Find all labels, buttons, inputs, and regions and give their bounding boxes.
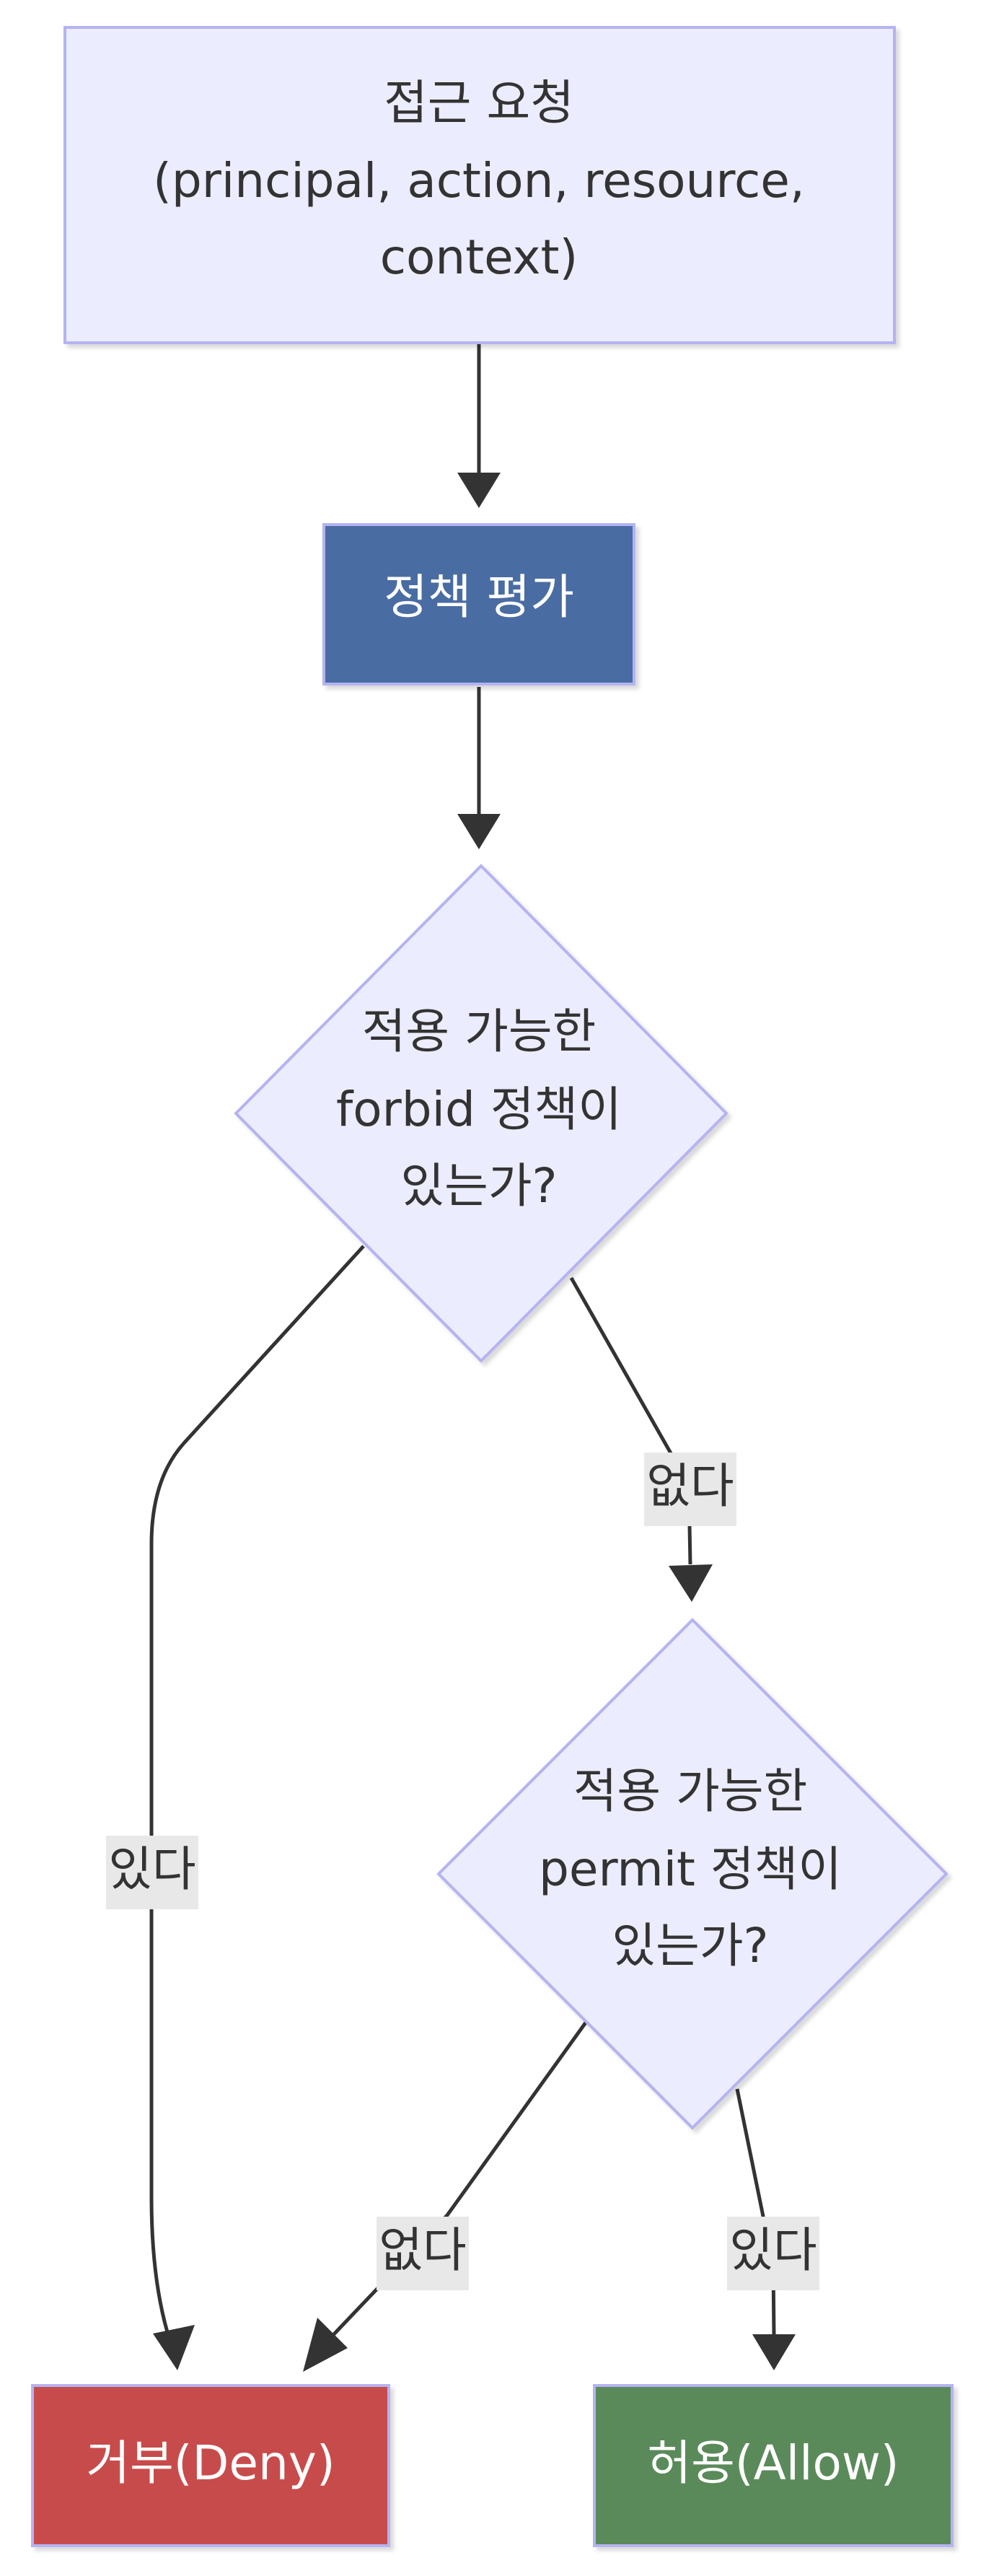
edge-label-bg-permit-yes: [727, 2217, 819, 2290]
edge-label-forbid-yes: 있다: [106, 1836, 198, 1909]
edge-label-bg-permit-no: [377, 2217, 469, 2290]
node-permit-check-line-3: 있는가?: [612, 1918, 768, 1973]
node-access-request-line-3: context): [380, 229, 578, 285]
edge-label-text-permit-yes: 있다: [729, 2222, 816, 2278]
edge-label-forbid-no: 없다: [644, 1453, 736, 1526]
edge-labels: 있다 없다 없다 있다: [106, 1453, 819, 2290]
edge-label-bg-forbid-no: [644, 1453, 736, 1526]
node-policy-evaluation-box: [322, 523, 635, 685]
node-forbid-check-line-2: forbid 정책이: [336, 1082, 622, 1137]
node-forbid-check-diamond: [234, 864, 729, 1363]
edge-permit-no: [330, 2021, 588, 2338]
node-permit-check-line-1: 적용 가능한: [573, 1764, 808, 1819]
arrowhead-forbid-yes: [153, 2325, 195, 2370]
node-access-request-box: [63, 26, 896, 344]
arrowhead-permit-no: [303, 2318, 348, 2372]
node-deny-box: [31, 2384, 390, 2547]
node-deny-label: 거부(Deny): [86, 2435, 335, 2491]
node-deny: 거부(Deny): [31, 2384, 390, 2547]
edge-label-text-forbid-no: 없다: [646, 1458, 734, 1514]
node-forbid-check-line-3: 있는가?: [400, 1158, 557, 1214]
edge-label-permit-no: 없다: [377, 2217, 469, 2290]
edge-label-text-permit-no: 없다: [379, 2222, 466, 2278]
edge-permit-yes: [735, 2088, 776, 2335]
arrowhead-evaluate-to-forbid-check: [457, 814, 501, 849]
arrowhead-request-to-evaluate: [457, 473, 501, 508]
node-permit-check: 적용 가능한 permit 정책이 있는가?: [436, 1618, 948, 2130]
node-allow-label: 허용(Allow): [647, 2435, 899, 2491]
edge-label-permit-yes: 있다: [727, 2217, 819, 2290]
edge-forbid-yes: [149, 1245, 365, 2333]
node-policy-evaluation-label: 정책 평가: [384, 569, 574, 625]
arrowhead-forbid-no: [669, 1564, 713, 1602]
node-access-request-line-1: 접근 요청: [384, 75, 574, 131]
node-permit-check-line-2: permit 정책이: [539, 1841, 842, 1897]
node-forbid-check-line-1: 적용 가능한: [362, 1004, 597, 1059]
node-allow: 허용(Allow): [593, 2384, 954, 2547]
node-allow-box: [593, 2384, 954, 2547]
node-policy-evaluation: 정책 평가: [322, 523, 635, 685]
node-access-request-line-2: (principal, action, resource,: [153, 153, 805, 209]
edge-label-text-forbid-yes: 있다: [108, 1841, 195, 1897]
node-forbid-check: 적용 가능한 forbid 정책이 있는가?: [234, 864, 729, 1363]
node-permit-check-diamond: [436, 1618, 948, 2130]
arrowhead-permit-yes: [752, 2334, 796, 2370]
node-access-request: 접근 요청 (principal, action, resource, cont…: [63, 26, 896, 344]
edge-label-bg-forbid-yes: [106, 1836, 198, 1909]
